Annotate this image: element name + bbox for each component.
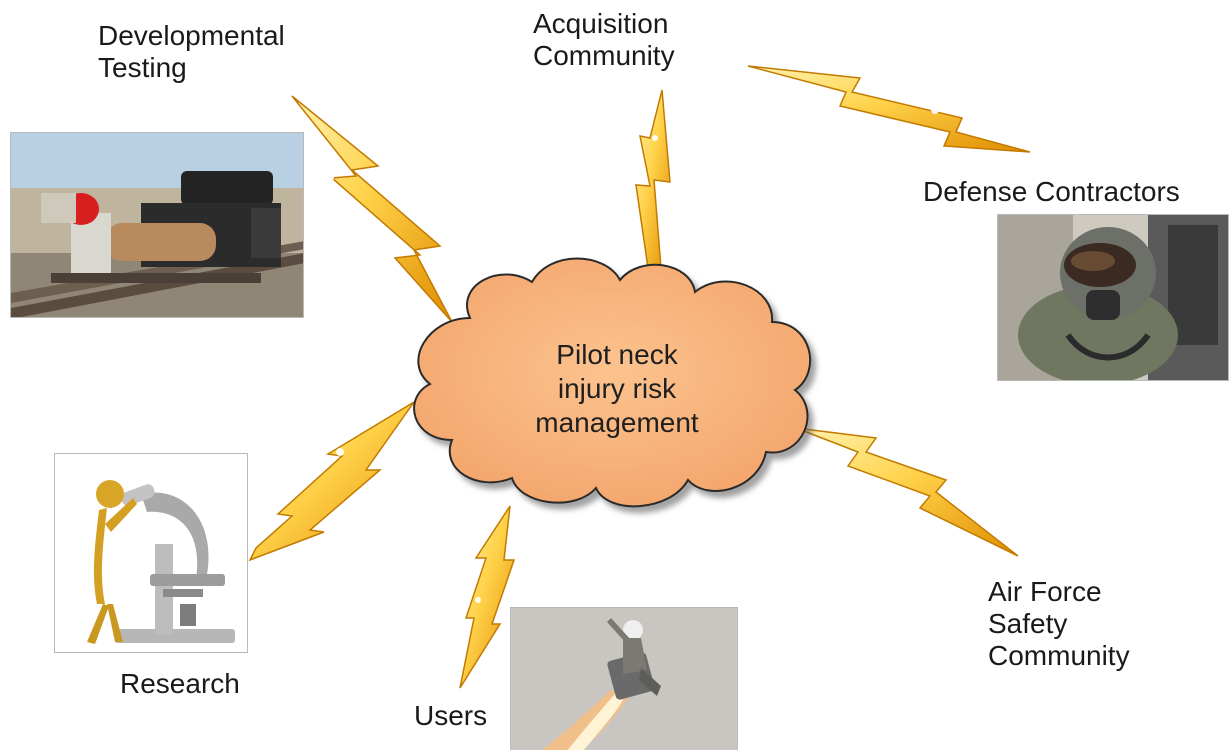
research-label: Research — [120, 668, 240, 699]
sparkles — [326, 106, 939, 603]
developmental-testing-photo — [10, 132, 304, 318]
bolt-research — [248, 401, 415, 562]
defense-contractors-photo — [997, 214, 1229, 381]
center-topic-label: Pilot neck injury risk management — [535, 339, 699, 438]
users-photo — [510, 607, 738, 750]
defense-contractors-label: Defense Contractors — [923, 176, 1180, 207]
air-force-safety-label: Air Force Safety Community — [988, 576, 1130, 671]
bolt-acquisition-community — [635, 89, 671, 269]
research-photo — [54, 453, 248, 653]
users-label: Users — [414, 700, 488, 731]
bolt-defense-contractors — [747, 65, 1031, 153]
acquisition-community-label: Acquisition Community — [533, 8, 675, 71]
microscope-figure-image — [55, 454, 247, 652]
pilot-helmet-image — [998, 215, 1228, 380]
bolt-air-force-safety — [795, 427, 1019, 557]
center-cloud — [413, 257, 811, 508]
bolt-users — [459, 505, 516, 689]
rocket-sled-image — [11, 133, 303, 317]
developmental-testing-label: Developmental Testing — [98, 20, 285, 83]
ejection-seat-image — [511, 608, 737, 750]
bolt-developmental-testing — [291, 95, 453, 323]
